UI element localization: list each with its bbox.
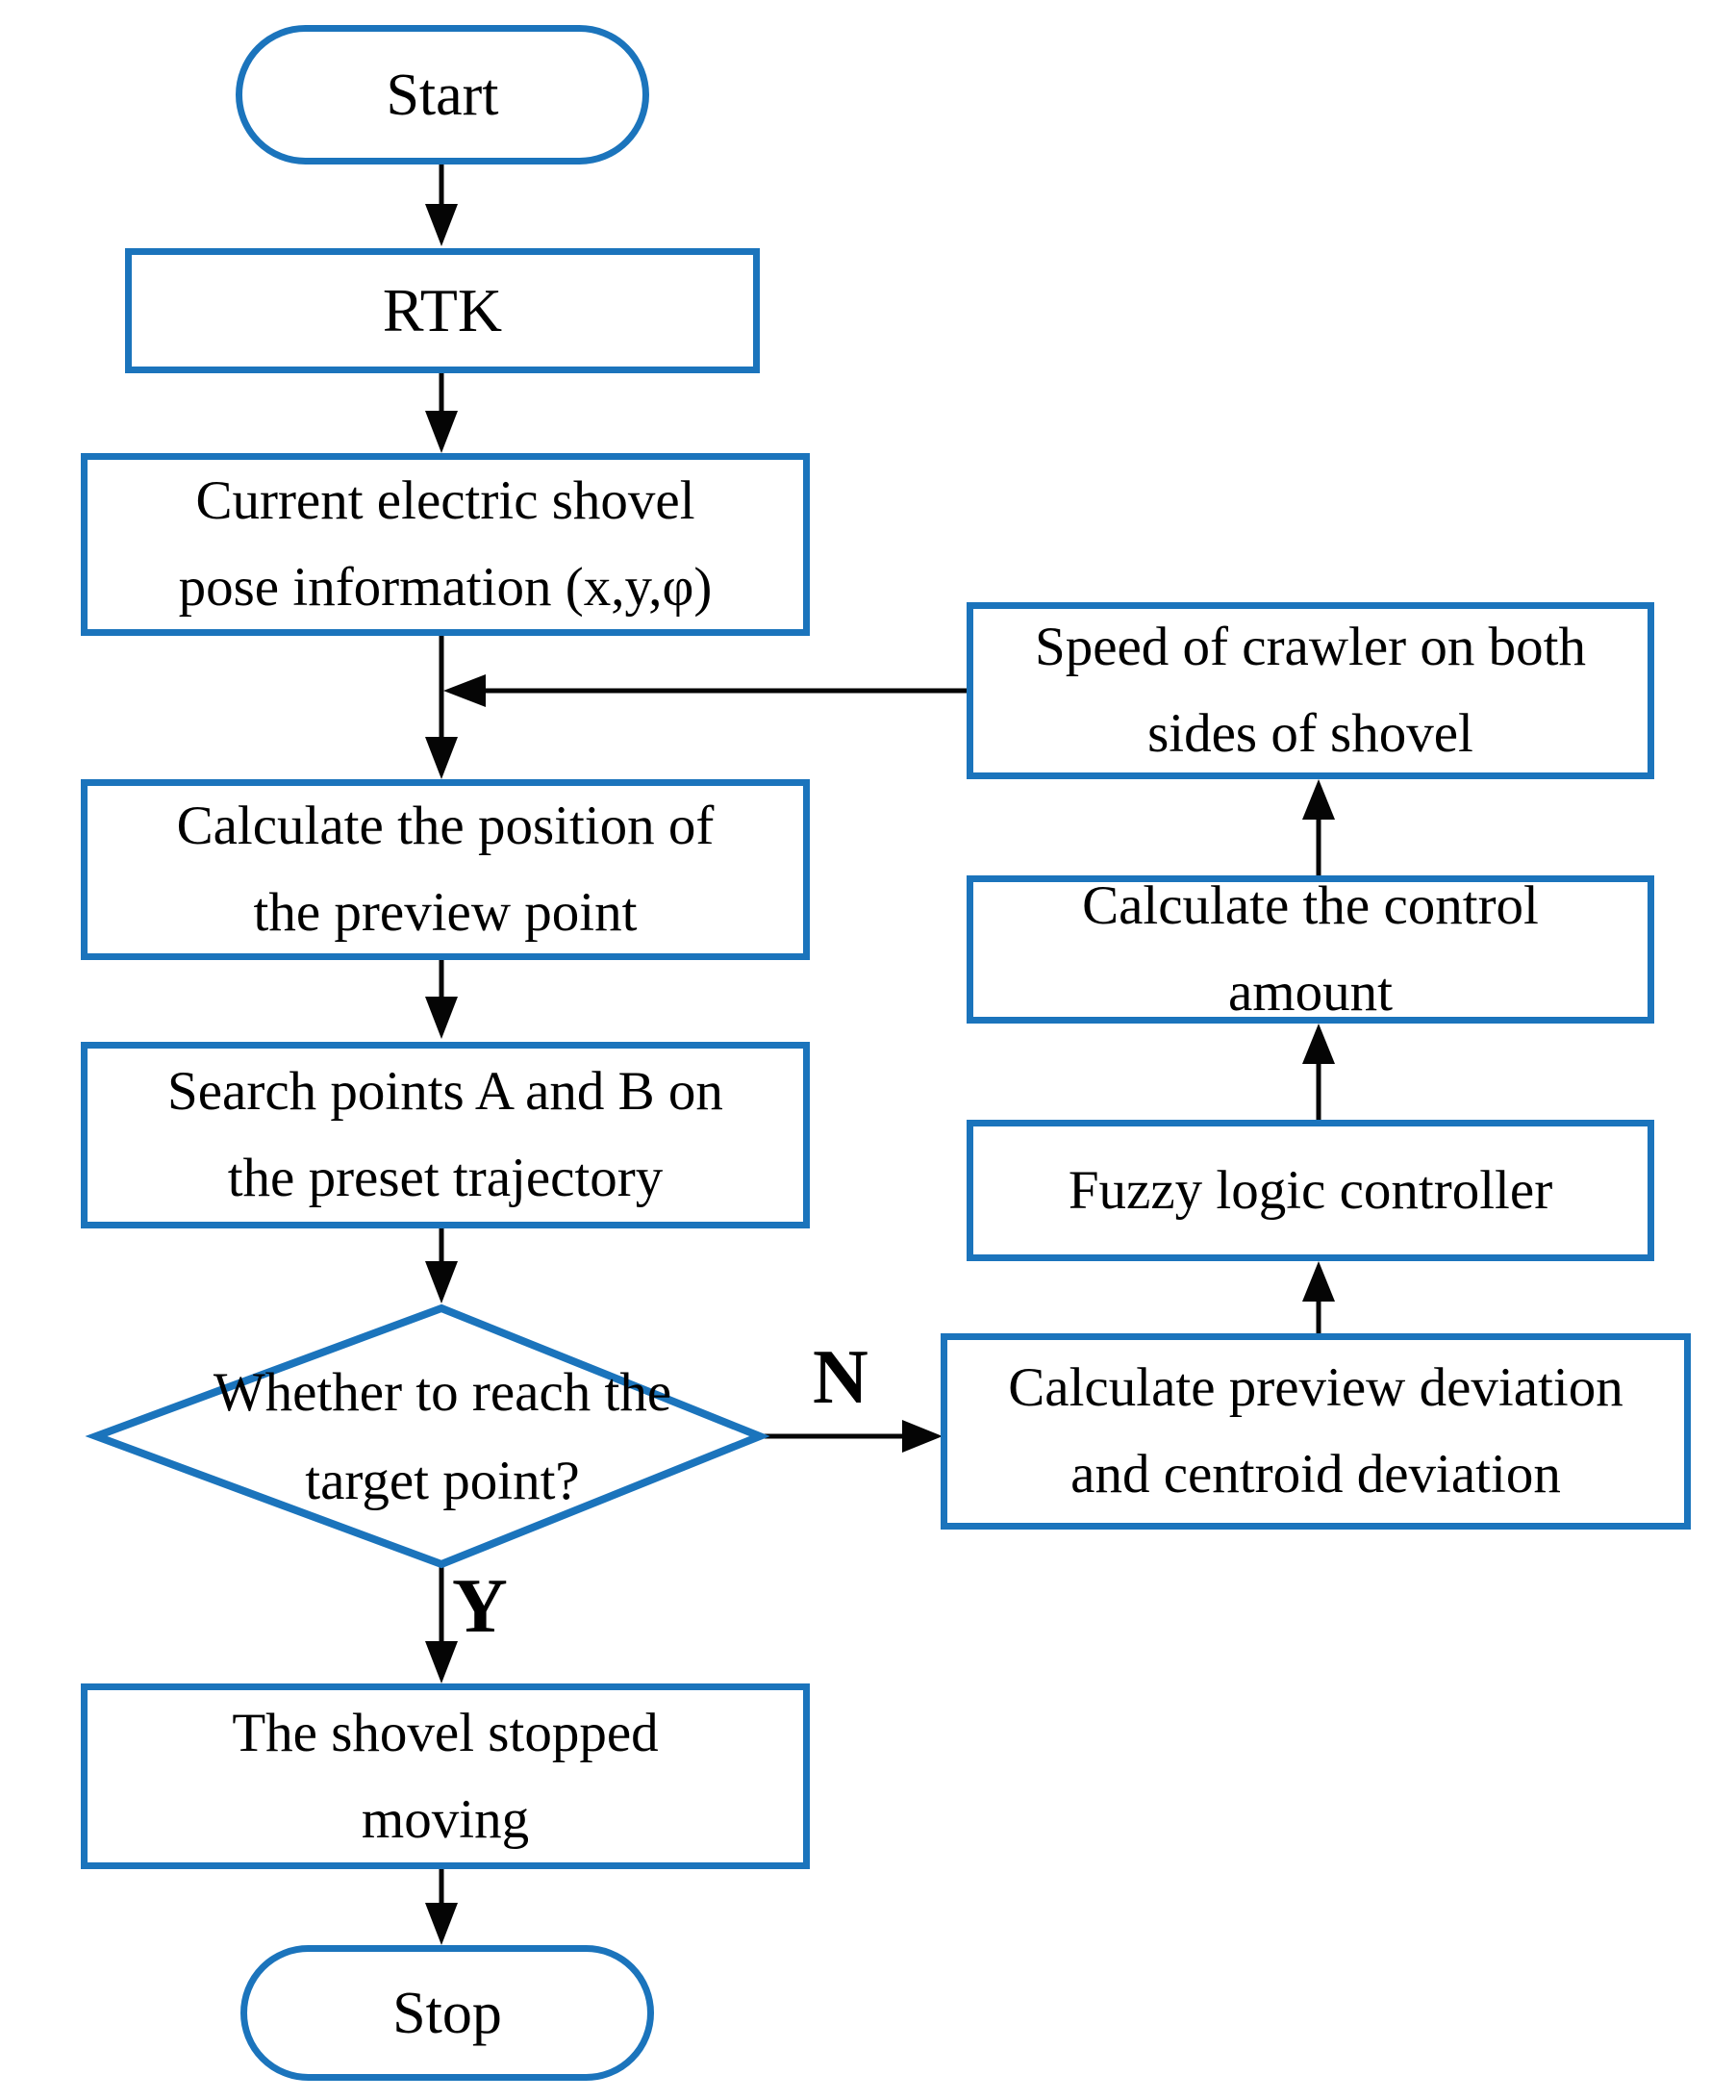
node-rtk: RTK (125, 248, 760, 373)
decision-diamond-shape (85, 1303, 770, 1569)
node-fuzzy-logic-controller: Fuzzy logic controller (967, 1120, 1654, 1261)
node-search-points-a-b: Search points A and B on the preset traj… (81, 1042, 810, 1228)
node-calculate-preview-point-position: Calculate the position of the preview po… (81, 779, 810, 960)
arrow-shafts (439, 164, 1321, 1905)
arrow-heads (425, 204, 1335, 1945)
node-decision-reach-target: Whether to reach the target point? (213, 1362, 672, 1511)
node-stop: Stop (240, 1945, 654, 2081)
node-calculate-control-amount: Calculate the control amount (967, 875, 1654, 1024)
node-crawler-speed: Speed of crawler on both sides of shovel (967, 602, 1654, 779)
node-pose-information: Current electric shovel pose information… (81, 453, 810, 636)
edge-label-yes: Y (452, 1564, 508, 1649)
node-start: Start (236, 25, 649, 164)
edge-label-no: N (813, 1335, 868, 1420)
node-calculate-deviations: Calculate preview deviation and centroid… (941, 1333, 1691, 1530)
node-shovel-stopped: The shovel stopped moving (81, 1683, 810, 1869)
